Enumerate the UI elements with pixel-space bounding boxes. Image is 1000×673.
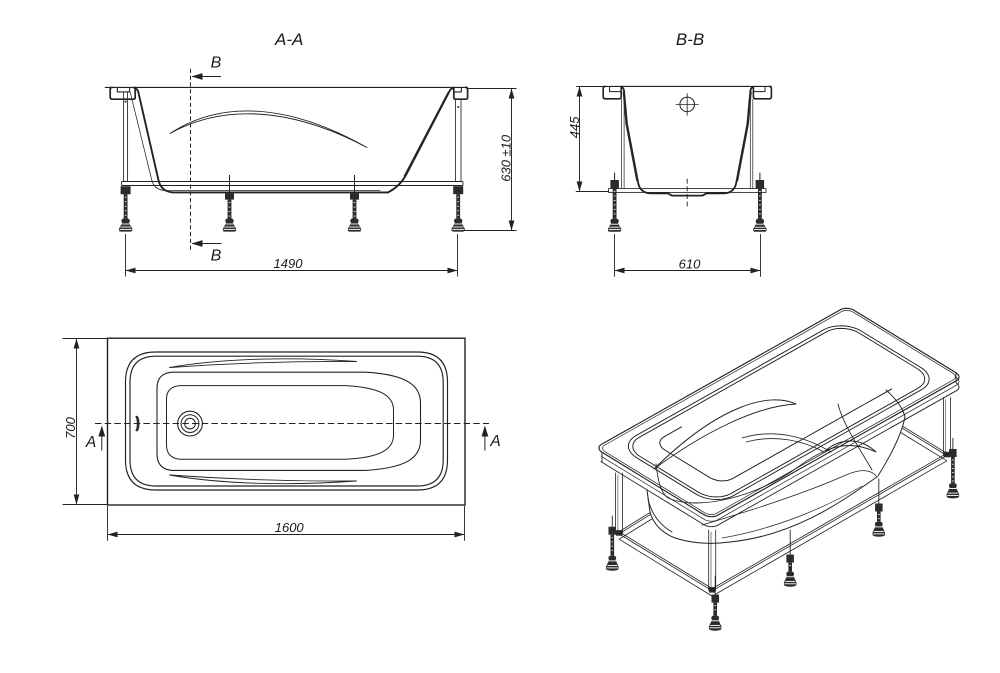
svg-text:1490: 1490 — [274, 256, 304, 271]
svg-text:A: A — [85, 434, 96, 451]
svg-text:B: B — [211, 248, 222, 265]
svg-text:700: 700 — [63, 416, 78, 438]
svg-text:B-B: B-B — [676, 30, 704, 49]
svg-text:445: 445 — [567, 116, 582, 138]
svg-text:A-A: A-A — [274, 30, 303, 49]
svg-text:1600: 1600 — [275, 520, 305, 535]
svg-text:630 ±10: 630 ±10 — [498, 134, 513, 182]
svg-text:610: 610 — [679, 257, 701, 272]
svg-text:A: A — [489, 433, 500, 450]
svg-text:B: B — [211, 55, 222, 72]
